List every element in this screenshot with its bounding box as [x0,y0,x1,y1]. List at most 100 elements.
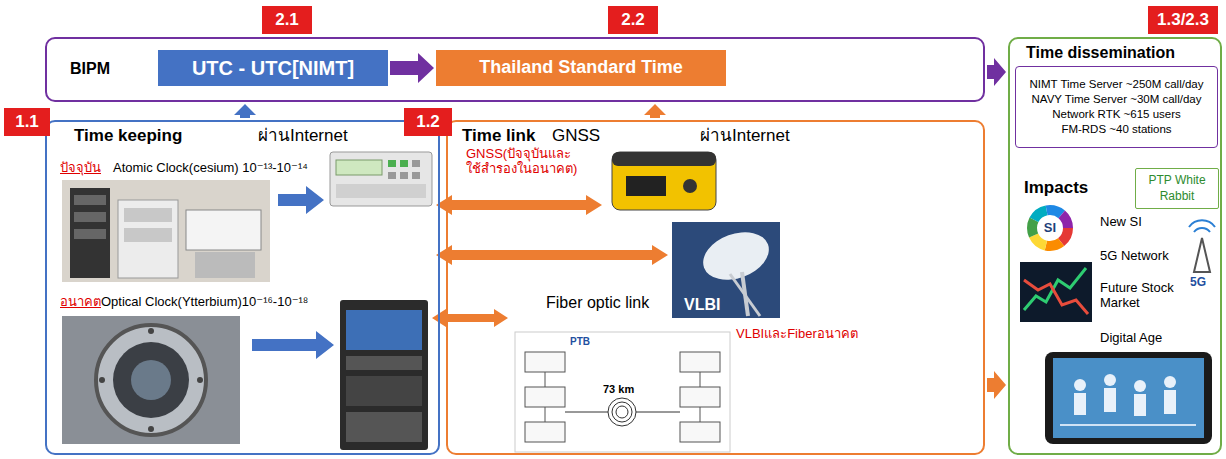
time-link-panel: Time linkGNSSผ่านInternetGNSS(ปัจจุบันแล… [446,120,985,455]
tower-icon [1194,228,1210,232]
fiber-link-schematic [616,406,628,418]
cesium-clock-photo [74,229,106,239]
fiber-link-schematic [636,412,680,413]
panel-title: Time link [462,126,535,146]
optical-clock-photo [148,426,154,432]
fiber-link-schematic [525,352,565,372]
tablet-picture [1045,352,1212,444]
vlbi-antenna-photo [697,224,776,289]
box-label: UTC - UTC[NIMT] [192,55,354,81]
frequency-counter [330,152,432,206]
flow-arrow [252,331,334,359]
note-text: GNSS(ปัจจุบันและใช้สำรองในอนาคต) [466,146,578,177]
tablet-picture [1104,388,1116,412]
panel-subtitle: GNSS [552,126,600,146]
stock-chart-icon [1020,262,1092,322]
frequency-counter [412,160,420,167]
tower-icon [1189,220,1215,227]
si-units-icon [1032,210,1068,246]
instrument-rack [346,376,422,406]
cesium-clock-photo [70,188,110,278]
optical-clock-photo [62,316,240,444]
fiber-link-schematic [608,398,636,426]
tablet-picture [1134,380,1146,392]
impact-item: 5G Network [1100,248,1169,263]
dimension-label: 73 km [601,383,636,396]
optical-clock-photo [197,377,203,383]
tablet-picture [1134,394,1146,416]
flow-arrow [390,53,434,83]
stock-chart-icon [1024,280,1088,314]
tower-icon [1194,238,1210,272]
callout-number: 2.1 [262,6,312,34]
vlbi-antenna-photo [672,222,780,318]
fiber-link-schematic [612,402,632,422]
cesium-clock-photo [186,210,261,250]
fiber-link-schematic [565,412,608,413]
cesium-clock-photo [124,208,172,222]
frequency-counter [388,172,396,179]
cesium-clock-photo [195,252,255,278]
dissemination-panel: Time disseminationImpactsNew SI5G Networ… [1008,37,1222,455]
si-units-icon [1032,210,1068,246]
section-title: Impacts [1024,178,1088,198]
cesium-clock-photo [62,180,270,282]
vlbi-antenna-photo [672,222,780,318]
optical-clock-photo [99,377,105,383]
time-service-box: NIMT Time Server ~250M call/dayNAVY Time… [1015,66,1218,148]
impact-item: New SI [1100,214,1142,229]
gnss-receiver [612,152,716,166]
gnss-receiver [683,179,697,193]
box-label: PTP White Rabbit [1142,173,1212,204]
frequency-counter [336,184,426,198]
gnss-receiver [612,152,716,210]
fiber-link-schematic [545,372,546,387]
optical-clock-photo [148,328,154,334]
flow-arrow [644,104,666,118]
cesium-clock-photo [74,212,106,222]
stock-chart-icon [1020,262,1092,322]
fiber-link-schematic [545,407,546,422]
part-label: PTB [568,336,592,348]
standard-time-box: Thailand Standard Time [436,50,726,86]
link-caption: Fiber optic link [546,294,649,313]
fiber-link-schematic [680,387,720,407]
fiber-link-schematic [680,352,720,372]
box-label: Network RTK ~615 users [1052,107,1181,122]
callout-number: 1.2 [404,108,452,136]
callout-number: 1.1 [4,108,50,136]
era-tag: ปัจจุบัน [60,160,101,175]
tablet-picture [1045,352,1212,444]
si-units-icon [1038,216,1062,240]
optical-clock-photo [113,342,189,418]
time-keeping-panel: Time keepingผ่านInternetปัจจุบันAtomic C… [45,120,440,455]
fiber-link-schematic [525,387,565,407]
frequency-counter [330,152,432,206]
instrument-rack [346,310,422,350]
box-label: NIMT Time Server ~250M call/day [1030,77,1204,92]
panel-title: BIPM [70,60,110,79]
frequency-counter [412,172,420,179]
tablet-picture [1074,393,1086,415]
clock-caption: Optical Clock(Ytterbium)10⁻¹⁶-10⁻¹⁸ [101,294,308,309]
era-tag: อนาคต [60,294,101,309]
bipm-panel: BIPM UTC - UTC[NIMT] Thailand Standard Tim… [45,37,985,102]
si-units-icon [1032,210,1068,246]
fiber-link-schematic [525,422,565,442]
flow-arrow [234,104,256,118]
instrument-rack [346,412,422,442]
fiber-link-schematic [700,372,701,387]
callout-number: 1.3/2.3 [1148,6,1218,34]
icon-label: SI [1044,221,1056,236]
cesium-clock-photo [62,180,270,282]
impact-item: Future Stock Market [1100,280,1184,311]
note-text: VLBIและFiberอนาคต [736,326,858,341]
si-units-icon [1032,210,1068,246]
flow-arrow [987,371,1006,399]
tablet-picture [1053,358,1204,438]
si-units-icon [1032,210,1068,246]
gnss-receiver [626,176,666,196]
frequency-counter [388,160,396,167]
impact-item: Digital Age [1100,330,1162,345]
